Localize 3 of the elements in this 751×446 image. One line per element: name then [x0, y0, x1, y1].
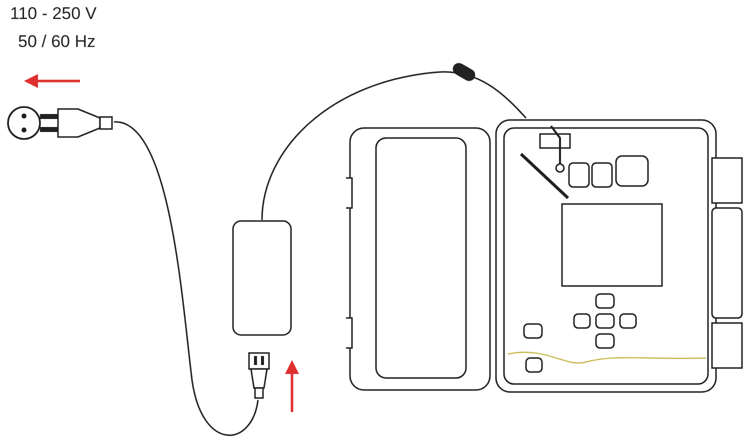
voltage-rating-text: 110 - 250 V	[10, 4, 97, 24]
voltage-rating-text: 50 / 60 Hz	[18, 32, 96, 52]
cable	[261, 71, 527, 220]
